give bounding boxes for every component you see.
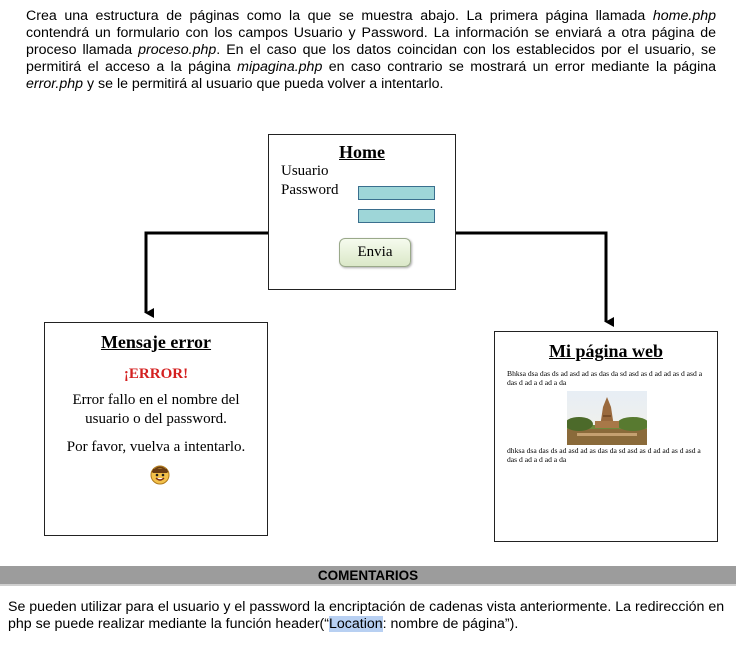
arrow-to-web [456, 231, 614, 327]
intro-paragraph: Crea una estructura de páginas como la q… [26, 8, 716, 93]
intro-text: en caso contrario se mostrará un error m… [322, 59, 716, 75]
web-title: Mi página web [548, 341, 663, 361]
comments-header-bar: COMENTARIOS [0, 566, 736, 586]
filename-error: error.php [26, 76, 84, 92]
filename-home: home.php [652, 8, 717, 24]
error-message: Error fallo en el nombre del usuario o d… [72, 392, 240, 427]
filename-proceso: proceso.php [138, 42, 217, 58]
comments-text: : nombre de página”). [382, 616, 519, 632]
envia-button[interactable]: Envia [339, 238, 411, 267]
retry-message: Por favor, vuelva a intentarlo. [66, 439, 246, 455]
web-text-1: Bhksa dsa das ds ad asd ad as das da sd … [507, 369, 703, 387]
comments-paragraph: Se pueden utilizar para el usuario y el … [8, 599, 728, 633]
intro-text: Crea una estructura de páginas como la q… [26, 8, 646, 24]
home-page-box: Home Usuario Password Envia [268, 134, 456, 290]
password-field[interactable] [358, 209, 435, 223]
password-label: Password [281, 182, 339, 198]
error-page-box: Mensaje error ¡ERROR! Error fallo en el … [44, 322, 268, 536]
error-alert: ¡ERROR! [123, 366, 189, 382]
landscape-photo [567, 391, 647, 445]
web-text-2: dhksa dsa das ds ad asd ad as das da sd … [507, 446, 701, 464]
usuario-field[interactable] [358, 186, 435, 200]
filename-mipagina: mipagina.php [237, 59, 323, 75]
arrow-to-error [144, 231, 268, 318]
smiley-icon [150, 465, 170, 485]
intro-text: . En el caso que los datos coincidan con… [26, 42, 716, 75]
comments-text: Se pueden utilizar para el usuario y el … [8, 599, 725, 632]
intro-text: contendrá un formulario con los campos U… [26, 25, 716, 58]
my-web-page-box: Mi página web Bhksa dsa das ds ad asd ad… [494, 331, 718, 542]
error-title: Mensaje error [100, 332, 212, 352]
intro-text: y se le permitirá al usuario que pueda v… [83, 76, 444, 92]
selected-text[interactable]: Location [329, 616, 383, 632]
home-title: Home [339, 142, 385, 162]
usuario-label: Usuario [281, 163, 329, 179]
comments-header: COMENTARIOS [317, 567, 419, 583]
